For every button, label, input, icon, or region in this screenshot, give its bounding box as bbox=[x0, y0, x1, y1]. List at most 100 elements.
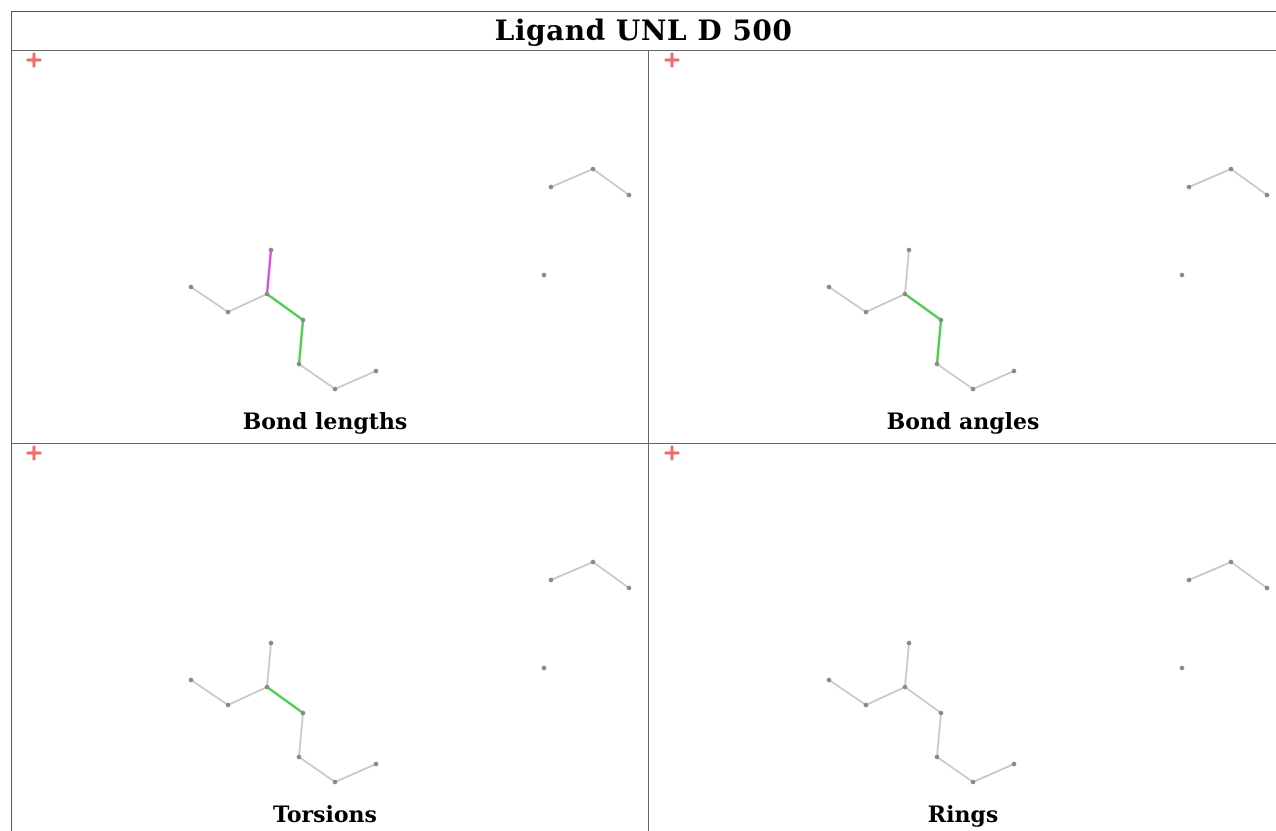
bond-5-6 bbox=[298, 363, 336, 390]
panel-2: Bond angles bbox=[664, 52, 1270, 435]
atom-6 bbox=[970, 386, 976, 392]
title-divider bbox=[11, 50, 1276, 51]
atom-6 bbox=[332, 779, 338, 785]
atom-2 bbox=[264, 684, 270, 690]
atom-5 bbox=[296, 361, 302, 367]
bond-8-9 bbox=[550, 561, 594, 581]
marker-icon bbox=[26, 52, 42, 68]
atom-4 bbox=[300, 710, 306, 716]
bond-0-1 bbox=[828, 679, 867, 706]
marker-icon bbox=[664, 52, 680, 68]
atom-0 bbox=[826, 284, 832, 290]
bond-1-2 bbox=[865, 293, 906, 313]
panel-3: Torsions bbox=[26, 445, 632, 828]
atom-1 bbox=[225, 702, 231, 708]
bond-0-1 bbox=[828, 286, 867, 313]
atom-11 bbox=[541, 272, 547, 278]
atom-8 bbox=[1186, 577, 1192, 583]
atom-3 bbox=[906, 640, 912, 646]
atom-3 bbox=[268, 247, 274, 253]
atom-11 bbox=[1179, 665, 1185, 671]
atom-4 bbox=[300, 317, 306, 323]
bond-4-5 bbox=[298, 712, 304, 758]
bond-5-6 bbox=[936, 756, 974, 783]
panel-caption: Rings bbox=[928, 802, 998, 828]
atom-6 bbox=[970, 779, 976, 785]
atom-5 bbox=[934, 361, 940, 367]
atom-7 bbox=[373, 368, 379, 374]
atom-3 bbox=[906, 247, 912, 253]
marker-icon bbox=[26, 445, 42, 461]
atom-3 bbox=[268, 640, 274, 646]
atom-8 bbox=[1186, 184, 1192, 190]
atom-9 bbox=[590, 559, 596, 565]
bond-6-7 bbox=[334, 763, 377, 783]
atom-11 bbox=[1179, 272, 1185, 278]
atom-7 bbox=[373, 761, 379, 767]
column-divider bbox=[648, 50, 649, 831]
bond-5-6 bbox=[936, 363, 974, 390]
bond-2-3 bbox=[904, 249, 910, 295]
atom-7 bbox=[1011, 368, 1017, 374]
bond-2-4 bbox=[903, 292, 943, 322]
bond-2-3 bbox=[266, 642, 272, 688]
bond-0-1 bbox=[190, 679, 229, 706]
atom-10 bbox=[626, 192, 632, 198]
bond-6-7 bbox=[972, 370, 1015, 390]
bond-2-3 bbox=[265, 248, 273, 296]
bond-0-1 bbox=[190, 286, 229, 313]
bond-1-2 bbox=[227, 293, 268, 313]
marker-icon bbox=[664, 445, 680, 461]
bond-8-9 bbox=[1188, 561, 1232, 581]
atom-7 bbox=[1011, 761, 1017, 767]
bond-2-3 bbox=[904, 642, 910, 688]
panel-4: Rings bbox=[664, 445, 1270, 828]
bond-4-5 bbox=[935, 318, 943, 366]
atom-2 bbox=[902, 684, 908, 690]
atom-8 bbox=[548, 577, 554, 583]
bond-9-10 bbox=[592, 561, 630, 589]
atom-9 bbox=[1228, 166, 1234, 172]
bond-1-2 bbox=[227, 686, 268, 706]
figure-title: Ligand UNL D 500 bbox=[494, 14, 793, 47]
panel-caption: Torsions bbox=[273, 802, 377, 828]
bond-8-9 bbox=[1188, 168, 1232, 188]
atom-4 bbox=[938, 317, 944, 323]
atom-8 bbox=[548, 184, 554, 190]
atom-1 bbox=[863, 702, 869, 708]
bond-9-10 bbox=[1230, 561, 1268, 589]
bond-5-6 bbox=[298, 756, 336, 783]
bond-9-10 bbox=[1230, 168, 1268, 196]
atom-2 bbox=[902, 291, 908, 297]
bond-8-9 bbox=[550, 168, 594, 188]
bond-2-4 bbox=[904, 686, 942, 714]
atom-10 bbox=[1264, 192, 1270, 198]
atom-0 bbox=[188, 284, 194, 290]
atom-4 bbox=[938, 710, 944, 716]
atom-0 bbox=[188, 677, 194, 683]
bond-4-5 bbox=[936, 712, 942, 758]
panel-caption: Bond angles bbox=[887, 409, 1040, 435]
bond-6-7 bbox=[972, 763, 1015, 783]
atom-6 bbox=[332, 386, 338, 392]
atom-5 bbox=[296, 754, 302, 760]
bond-9-10 bbox=[592, 168, 630, 196]
bond-4-5 bbox=[297, 318, 305, 366]
figure-frame bbox=[11, 11, 1276, 831]
atom-1 bbox=[225, 309, 231, 315]
bond-6-7 bbox=[334, 370, 377, 390]
atom-5 bbox=[934, 754, 940, 760]
atom-10 bbox=[1264, 585, 1270, 591]
atom-9 bbox=[590, 166, 596, 172]
atom-1 bbox=[863, 309, 869, 315]
atom-0 bbox=[826, 677, 832, 683]
row-divider bbox=[11, 443, 1276, 444]
atom-2 bbox=[264, 291, 270, 297]
atom-9 bbox=[1228, 559, 1234, 565]
bond-1-2 bbox=[865, 686, 906, 706]
bond-2-4 bbox=[265, 292, 305, 322]
panel-1: Bond lengths bbox=[26, 52, 632, 435]
panel-caption: Bond lengths bbox=[243, 409, 408, 435]
atom-11 bbox=[541, 665, 547, 671]
